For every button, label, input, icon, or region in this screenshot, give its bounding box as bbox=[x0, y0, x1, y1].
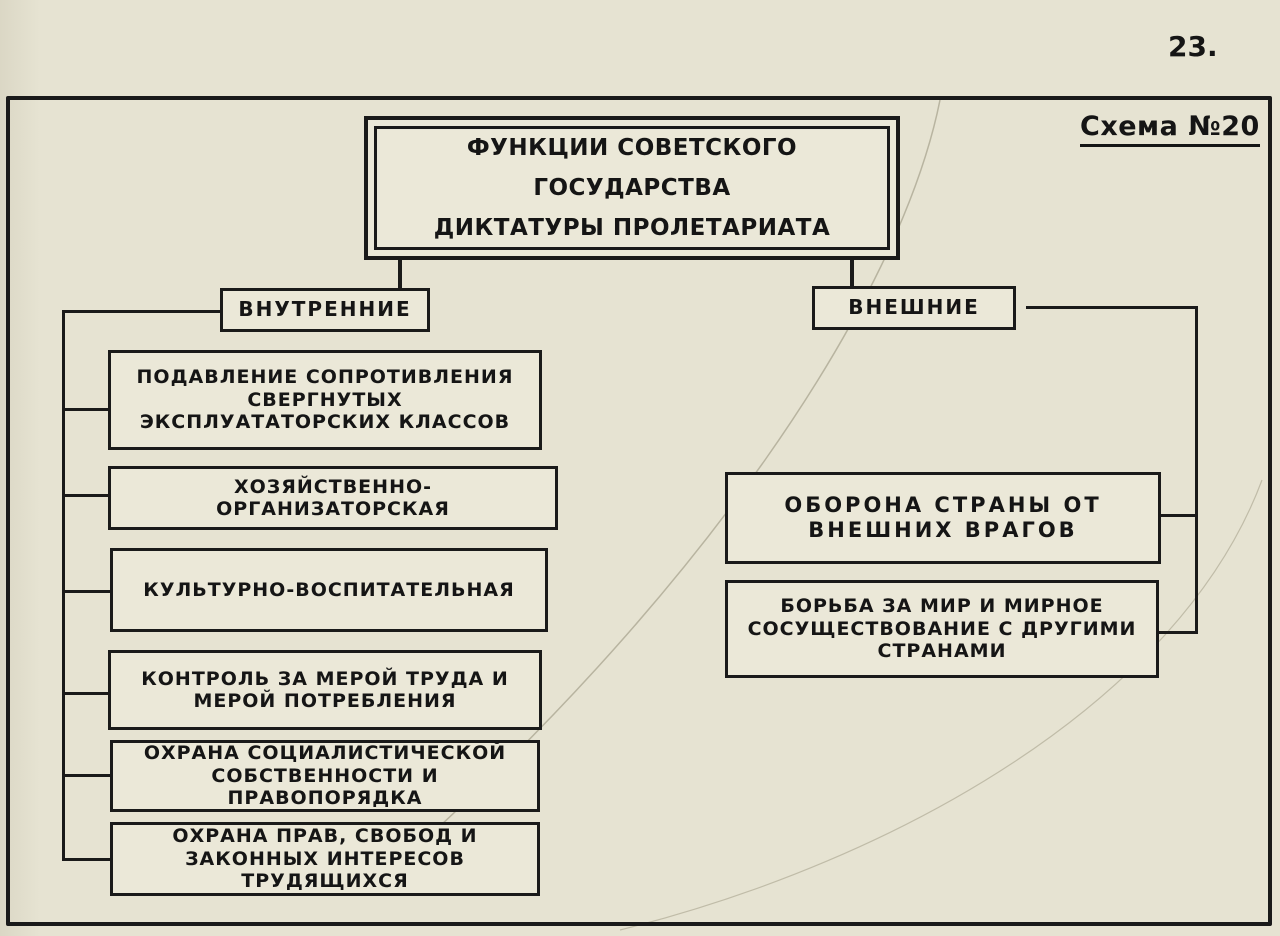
internal-item-cultural: Культурно-воспитательная bbox=[110, 548, 548, 632]
title-box: Функции Советского государства диктатуры… bbox=[374, 126, 890, 250]
external-tick bbox=[1158, 631, 1198, 634]
internal-spine-top bbox=[62, 310, 222, 313]
internal-tick bbox=[62, 692, 108, 695]
internal-tick bbox=[62, 494, 108, 497]
connector-title-internal bbox=[398, 260, 402, 290]
scheme-label: Схема №20 bbox=[1080, 110, 1260, 147]
branch-external: Внешние bbox=[812, 286, 1016, 330]
internal-tick bbox=[62, 858, 110, 861]
diagram-frame bbox=[6, 96, 1272, 926]
external-tick bbox=[1160, 514, 1198, 517]
internal-item-property-protection: Охрана социалистической собственности и … bbox=[110, 740, 540, 812]
external-item-peace: Борьба за мир и мирное сосуществование с… bbox=[725, 580, 1159, 678]
internal-item-rights-protection: Охрана прав, свобод и законных интересов… bbox=[110, 822, 540, 896]
internal-tick bbox=[62, 590, 110, 593]
title-line-2: диктатуры пролетариата bbox=[433, 215, 831, 241]
external-spine-top bbox=[1026, 306, 1198, 309]
internal-tick bbox=[62, 774, 110, 777]
internal-item-suppression: Подавление сопротивления свергнутых эксп… bbox=[108, 350, 542, 450]
page-number: 23. bbox=[1168, 30, 1218, 63]
external-item-defense: Оборона страны от внешних врагов bbox=[725, 472, 1161, 564]
branch-internal: Внутренние bbox=[220, 288, 430, 332]
title-box-outer bbox=[364, 116, 900, 260]
internal-item-labor-control: Контроль за мерой труда и мерой потребле… bbox=[108, 650, 542, 730]
internal-spine bbox=[62, 310, 65, 860]
internal-item-economic: Хозяйственно-организаторская bbox=[108, 466, 558, 530]
external-spine bbox=[1195, 306, 1198, 634]
internal-tick bbox=[62, 408, 108, 411]
connector-title-external bbox=[850, 260, 854, 288]
title-line-1: Функции Советского государства bbox=[466, 135, 798, 201]
